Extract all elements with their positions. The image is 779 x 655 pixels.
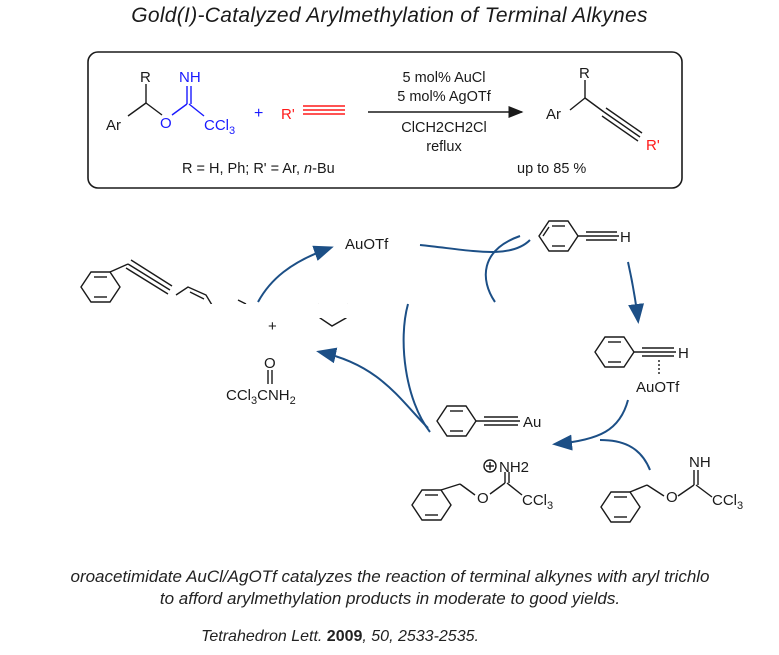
arrow-imidate-entry (599, 439, 651, 471)
reactant2-r-label: R' (281, 106, 295, 123)
citation-year: 2009 (326, 628, 363, 645)
condition-reflux: reflux (426, 139, 462, 155)
imidate-o-label: O (666, 489, 678, 506)
product-r-label: R (579, 65, 590, 82)
page-title: Gold(I)-Catalyzed Arylmethylation of Ter… (131, 4, 648, 27)
reactant1-ar-label: Ar (106, 117, 121, 134)
arrow-catalyst-return (419, 239, 531, 253)
product-r2-label: R' (646, 137, 660, 154)
trichloroacetamide (267, 370, 273, 384)
reactant1-ccl3-label: CCl3 (204, 117, 235, 137)
catalyst-auotf: AuOTf (345, 236, 389, 253)
imidate-ccl3-label: CCl3 (712, 492, 743, 512)
citation-pages: 2533-2535. (397, 628, 479, 645)
benzyl-imidate (600, 470, 713, 523)
citation-volume: 50 (371, 628, 390, 645)
caption-line-1: oroacetimidate AuCl/AgOTf catalyzes the … (70, 567, 710, 586)
reactant-imidate (127, 84, 205, 117)
pi-complex-auotf-label: AuOTf (636, 379, 680, 396)
citation: Tetrahedron Lett. 2009, 50, 2533-2535. (201, 628, 479, 645)
yield-text: up to 85 % (517, 161, 586, 177)
acetylide-au-label: Au (523, 414, 541, 431)
product-structure (569, 80, 643, 142)
activated-ccl3-label: CCl3 (522, 492, 553, 512)
arrow-product-release (257, 245, 334, 303)
arrow-acetylide (552, 399, 629, 451)
phenylacetylene (538, 220, 619, 252)
caption: oroacetimidate AuCl/AgOTf catalyzes the … (0, 566, 779, 610)
gold-acetylide (436, 405, 520, 437)
condition-agotf: 5 mol% AgOTf (397, 89, 491, 105)
activated-o-label: O (477, 490, 489, 507)
condition-solvent: ClCH2CH2Cl (401, 120, 486, 136)
activated-nh2-label: NH2 (499, 459, 529, 476)
byproduct-o-label: O (264, 355, 276, 372)
arrow-alkyne-entry (484, 235, 521, 303)
plus-sign-cycle: + (268, 318, 277, 335)
citation-journal: Tetrahedron Lett. (201, 628, 323, 645)
reaction-box (87, 51, 683, 189)
byproduct-formula: CCl3CNH2 (226, 387, 296, 407)
reactant1-nh-label: NH (179, 69, 201, 86)
imidate-nh-label: NH (689, 454, 711, 471)
activated-imidate (411, 459, 523, 521)
alkyne-h-label: H (620, 229, 631, 246)
arrow-amide-release (316, 347, 429, 429)
reactant1-o-label: O (160, 115, 172, 132)
product-ar-label: Ar (546, 106, 561, 123)
reactant1-r-label: R (140, 69, 151, 86)
reactant2-triple-bond (303, 105, 345, 115)
arrow-pi-complex (627, 261, 645, 324)
cycle-arrows (257, 235, 651, 471)
caption-line-2: to afford arylmethylation products in mo… (159, 589, 621, 608)
pi-complex-h-label: H (678, 345, 689, 362)
pi-complex (594, 336, 676, 374)
condition-aucl: 5 mol% AuCl (402, 70, 485, 86)
plus-sign-top: + (254, 105, 263, 122)
obscured-patch (140, 304, 520, 318)
arrow-left-loop (402, 303, 431, 433)
scope-text: R = H, Ph; R' = Ar, n-Bu (182, 161, 335, 177)
